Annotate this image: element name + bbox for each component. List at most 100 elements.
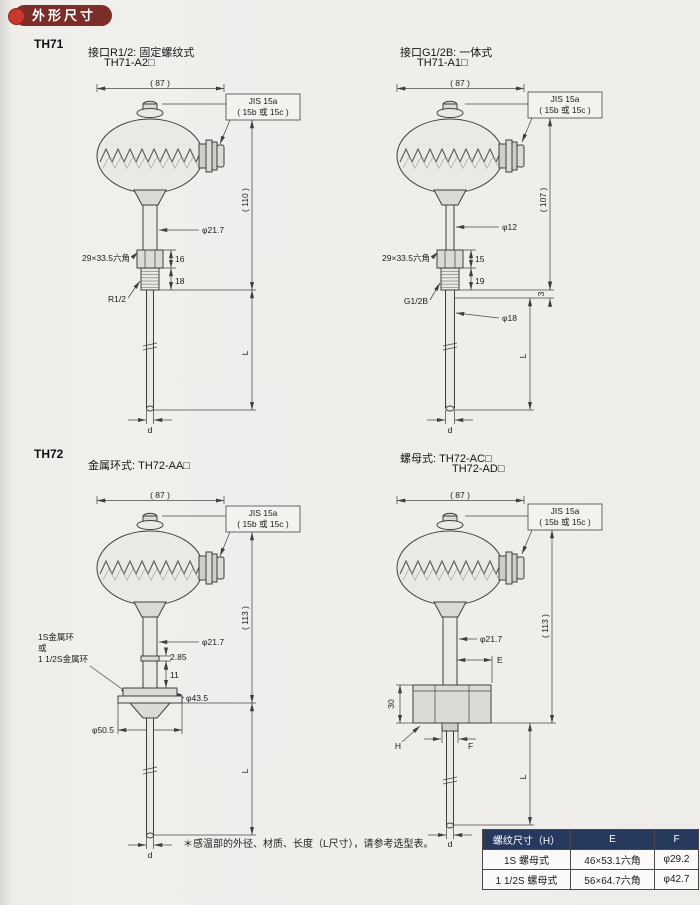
dim-length-L: L — [518, 774, 528, 779]
dim-18: 18 — [175, 276, 185, 286]
dim-height: ( 113 ) — [540, 614, 550, 638]
jis-terminal-box — [225, 505, 301, 533]
dim-seat-diameter: φ43.5 — [186, 693, 208, 703]
probe-sheath — [146, 717, 154, 836]
jis-terminal-box — [225, 93, 301, 121]
table-row: 1 1/2S 螺母式 56×64.7六角 φ42.7 — [482, 869, 699, 890]
dimension-lines — [96, 84, 256, 424]
col-thread-size-h: 螺纹尺寸（H） — [482, 829, 571, 850]
cell-thread-size: 1S 螺母式 — [482, 849, 571, 870]
jis-label-line2: ( 15b 或 15c ) — [237, 107, 289, 117]
col-e: E — [570, 829, 655, 850]
sensor-parts — [396, 512, 525, 829]
nut-step — [441, 722, 459, 732]
drawing-th72-ring: ( 87 ) JIS 15a ( 15b 或 15c ) ( 113 ) φ21… — [38, 490, 301, 860]
dim-head-width: ( 87 ) — [450, 78, 470, 88]
dim-hex-size: 29×33.5六角 — [382, 253, 430, 263]
dim-length-L: L — [518, 353, 528, 358]
probe-tip — [146, 832, 154, 839]
footnote: ＊感温部的外径、材质、长度（L尺寸），请参考选型表。 — [183, 839, 434, 850]
dim-height: ( 110 ) — [240, 188, 250, 212]
dim-19: 19 — [475, 276, 485, 286]
ring-note-line2: 或 — [38, 643, 47, 653]
dim-11: 11 — [170, 670, 179, 680]
drawing2-title: 接口G1/2B: 一体式 — [400, 47, 493, 59]
dimension-labels: ( 87 ) JIS 15a ( 15b 或 15c ) ( 110 ) φ21… — [82, 78, 289, 435]
cell-e-value: 46×53.1六角 — [570, 849, 655, 870]
dim-hex-size: 29×33.5六角 — [82, 253, 130, 263]
dim-neck-diameter: φ21.7 — [202, 637, 224, 647]
dimension-labels: ( 87 ) JIS 15a ( 15b 或 15c ) ( 113 ) φ21… — [38, 490, 289, 860]
dim-30: 30 — [386, 699, 396, 709]
tube-collar — [140, 655, 160, 662]
cell-thread-size: 1 1/2S 螺母式 — [482, 869, 571, 890]
dim-E: E — [497, 655, 503, 665]
ring-note-line3: 1 1/2S金属环 — [38, 654, 89, 664]
dim-neck-diameter: φ21.7 — [202, 225, 224, 235]
ring-cone — [128, 702, 172, 719]
dim-15: 15 — [475, 254, 485, 264]
dim-length-L: L — [240, 350, 250, 355]
jis-label-line1: JIS 15a — [551, 506, 580, 516]
drawing1-title: 接口R1/2: 固定螺纹式 — [88, 47, 195, 59]
drawing4-model: TH72-AD□ — [452, 463, 505, 475]
table-row: 1S 螺母式 46×53.1六角 φ29.2 — [482, 849, 699, 870]
dim-F: F — [468, 741, 473, 751]
dim-ring-diameter: φ50.5 — [92, 725, 114, 735]
drawing3-title: 金属环式: TH72-AA□ — [88, 460, 190, 472]
dim-height: ( 113 ) — [240, 606, 250, 630]
dim-neck-diameter: φ21.7 — [480, 634, 502, 644]
dim-thread-type: G1/2B — [404, 296, 428, 306]
connection-head — [96, 100, 225, 206]
hex-nut — [436, 249, 464, 269]
thread-section — [440, 267, 460, 291]
jis-label-line1: JIS 15a — [551, 94, 580, 104]
drawing4-title: 螺母式: TH72-AC□ — [400, 453, 492, 465]
probe-tip — [445, 405, 455, 412]
jis-terminal-box — [527, 91, 603, 119]
dim-16: 16 — [175, 254, 185, 264]
jis-label-line2: ( 15b 或 15c ) — [539, 105, 591, 115]
dim-thread-type: R1/2 — [108, 294, 126, 304]
ring-note-line1: 1S金属环 — [38, 632, 74, 642]
connection-head — [396, 100, 525, 206]
sensor-parts — [96, 100, 225, 412]
drawing2-model: TH71-A1□ — [417, 57, 468, 69]
dim-tube-diameter: φ18 — [502, 313, 517, 323]
dim-head-width: ( 87 ) — [450, 490, 470, 500]
neck-tube — [442, 616, 458, 686]
metal-ring-flange — [117, 695, 183, 704]
cell-f-value: φ42.7 — [654, 869, 699, 890]
dim-length-L: L — [240, 768, 250, 773]
thread-section — [140, 267, 160, 291]
jis-label-line2: ( 15b 或 15c ) — [539, 517, 591, 527]
col-f: F — [654, 829, 699, 850]
dim-head-width: ( 87 ) — [150, 78, 170, 88]
probe-tip — [446, 822, 454, 829]
connection-head — [396, 512, 525, 618]
dim-H: H — [395, 741, 401, 751]
jis-label-line2: ( 15b 或 15c ) — [237, 519, 289, 529]
drawing-th71-r12: ( 87 ) JIS 15a ( 15b 或 15c ) ( 110 ) φ21… — [82, 78, 301, 435]
cell-e-value: 56×64.7六角 — [570, 869, 655, 890]
sensor-parts — [396, 100, 525, 412]
neck-tube — [142, 616, 158, 689]
dimension-lines — [396, 84, 556, 424]
drawing-th71-g12b: ( 87 ) JIS 15a ( 15b 或 15c ) ( 107 ) φ12… — [382, 78, 603, 435]
dim-tip-diameter: d — [148, 425, 153, 435]
metal-ring-seat — [122, 687, 178, 697]
thread-size-table: 螺纹尺寸（H） E F 1S 螺母式 46×53.1六角 φ29.2 1 1/2… — [482, 829, 699, 890]
cell-f-value: φ29.2 — [654, 849, 699, 870]
jis-label-line1: JIS 15a — [249, 96, 278, 106]
table-header-row: 螺纹尺寸（H） E F — [482, 829, 699, 850]
neck-tube — [142, 204, 158, 251]
dim-neck-diameter: φ12 — [502, 222, 517, 232]
connection-head — [96, 512, 225, 618]
drawing-th72-nut: ( 87 ) JIS 15a ( 15b 或 15c ) ( 113 ) φ21… — [386, 490, 603, 849]
banner-title: 外形尺寸 — [14, 5, 113, 26]
dim-tip-diameter: d — [448, 425, 453, 435]
banner-dot-icon — [8, 8, 25, 25]
probe-tip — [146, 405, 154, 412]
sensor-parts — [96, 512, 225, 839]
dimension-labels: ( 87 ) JIS 15a ( 15b 或 15c ) ( 113 ) φ21… — [386, 490, 591, 849]
